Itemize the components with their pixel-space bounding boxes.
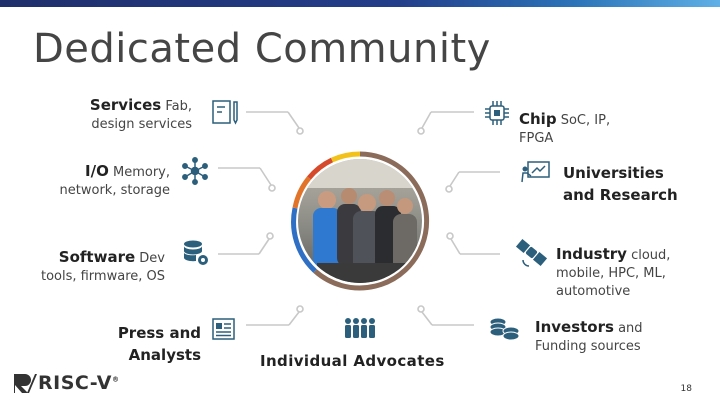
investors-desc-2: Funding sources [535, 339, 641, 354]
network-hub-icon [182, 157, 208, 185]
community-photo [291, 151, 430, 291]
software-item: Software Dev tools, firmware, OS [20, 248, 165, 286]
slide-title: Dedicated Community [33, 26, 491, 72]
investors-desc-1: and [618, 321, 643, 336]
industry-label: Industry [556, 245, 627, 263]
industry-desc-2: mobile, HPC, ML, [556, 266, 666, 281]
database-gear-icon [184, 240, 208, 265]
top-accent-bar [0, 0, 720, 7]
presentation-screen-icon [521, 161, 550, 183]
press-label-1: Press and [117, 324, 201, 342]
io-desc-1: Memory, [112, 165, 170, 180]
software-desc-1: Dev [139, 251, 165, 266]
logo-wordmark: RISC-V [38, 372, 112, 394]
universities-label-2: and Research [563, 186, 678, 204]
universities-item: Universities and Research [563, 163, 703, 207]
coins-icon [489, 317, 520, 341]
io-item: I/O Memory, network, storage [30, 162, 170, 200]
chip-item: Chip SoC, IP, FPGA [519, 110, 649, 148]
universities-label-1: Universities [563, 164, 664, 182]
risc-v-logo-text: RISC-V® [38, 372, 119, 394]
page-number: 18 [680, 384, 692, 394]
industry-desc-1: cloud, [631, 248, 671, 263]
chip-desc-1: SoC, IP, [560, 113, 611, 128]
document-pen-icon [212, 100, 238, 125]
services-desc-2: design services [91, 117, 192, 132]
press-item: Press and Analysts [60, 323, 201, 367]
advocates-label: Individual Advocates [260, 352, 445, 370]
satellite-icon [515, 238, 548, 267]
risc-v-logo-icon [14, 374, 37, 393]
chip-icon [485, 101, 509, 125]
services-item: Services Fab, design services [30, 96, 192, 134]
people-group-icon [345, 318, 375, 338]
io-desc-2: network, storage [59, 183, 170, 198]
logo-registered-mark: ® [111, 375, 120, 384]
software-label: Software [58, 248, 136, 266]
chip-desc-2: FPGA [519, 131, 554, 146]
chip-label: Chip [519, 110, 557, 128]
investors-item: Investors and Funding sources [535, 318, 695, 356]
newspaper-icon [212, 318, 235, 340]
industry-desc-3: automotive [556, 284, 631, 299]
services-desc-1: Fab, [165, 99, 192, 114]
press-label-2: Analysts [128, 346, 201, 364]
io-label: I/O [85, 162, 109, 180]
services-label: Services [89, 96, 162, 114]
software-desc-2: tools, firmware, OS [40, 269, 165, 284]
industry-item: Industry cloud, mobile, HPC, ML, automot… [556, 245, 716, 301]
investors-label: Investors [535, 318, 614, 336]
